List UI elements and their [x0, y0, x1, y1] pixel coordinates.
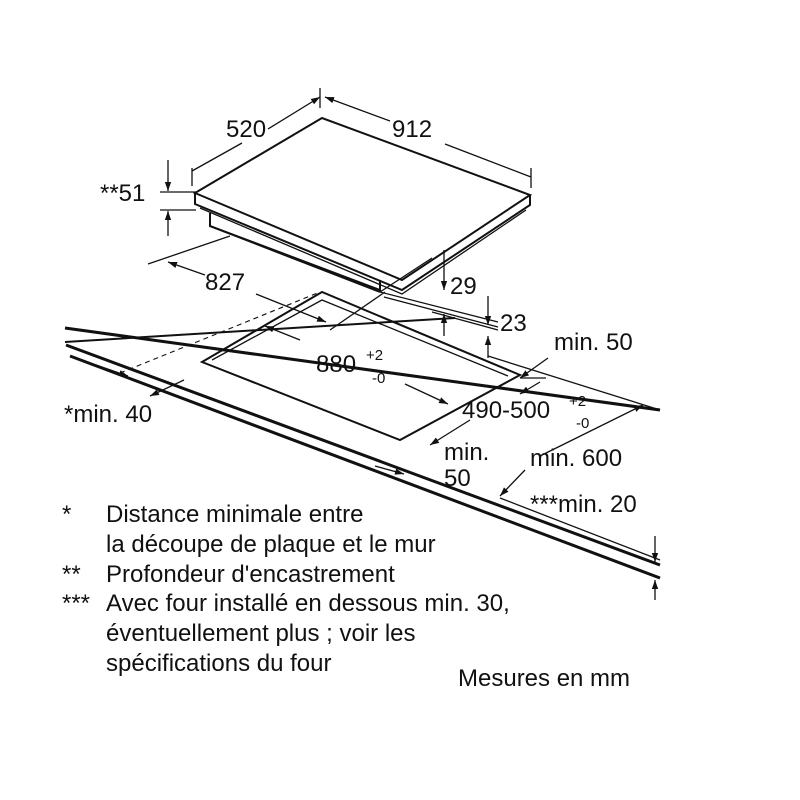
label-hob-depth: 520	[226, 116, 266, 143]
label-frame-23: 23	[500, 310, 527, 337]
min-20-dimension	[499, 497, 661, 600]
worktop-back-edge-lower	[64, 317, 456, 343]
min-600-dimension	[499, 404, 644, 497]
worktop-rear-line	[487, 355, 661, 411]
label-hob-width: 912	[392, 116, 432, 143]
hob-glass-underside	[199, 207, 527, 295]
wall-distance-dimension	[95, 364, 185, 397]
footnote-3-line-2: éventuellement plus ; voir les	[106, 620, 416, 647]
worktop-front-bottom-edge	[69, 354, 661, 580]
label-min-50-front-top: min.	[444, 439, 489, 466]
label-frame-29: 29	[450, 273, 477, 300]
footnote-1-line-1: Distance minimale entre	[106, 501, 364, 528]
cutout-offset-dimension	[147, 235, 386, 331]
footnote-3-mark: ***	[62, 590, 91, 617]
min-50-right-dimension	[519, 357, 549, 379]
footnote-2-line-1: Profondeur d'encastrement	[106, 561, 395, 588]
frame-height-dimensions	[379, 250, 499, 358]
label-min-50-right: min. 50	[554, 329, 633, 356]
label-cutout-width-sub: -0	[372, 370, 385, 387]
footnote-2-mark: **	[62, 561, 81, 588]
hob	[192, 116, 533, 295]
label-wall-distance: *min. 40	[64, 401, 152, 428]
footnote-1-line-2: la découpe de plaque et le mur	[106, 531, 436, 558]
label-cutout-width: 880	[316, 351, 356, 378]
worktop-back-edge	[64, 326, 661, 412]
label-cutout-depth: 490-500	[462, 397, 550, 424]
cutout-inner-edge	[211, 299, 509, 377]
footnote-3-line-1: Avec four installé en dessous min. 30,	[106, 590, 510, 617]
label-min-600: min. 600	[530, 445, 622, 472]
label-cutout-width-sup: +2	[366, 347, 383, 364]
cutout-width-dimension	[264, 325, 449, 405]
min-50-front-dimension	[374, 465, 405, 475]
label-cutout-depth-sub: -0	[576, 415, 589, 432]
hob-body-rear	[379, 257, 433, 293]
footnote-1-mark: *	[62, 501, 72, 528]
installation-depth-dimension	[160, 160, 196, 236]
worktop	[64, 290, 661, 580]
label-min-50-front-bottom: 50	[444, 465, 471, 492]
hob-body-bottom	[209, 225, 381, 293]
label-cutout-offset: 827	[205, 269, 245, 296]
worktop-front-top-edge	[65, 343, 661, 567]
units-label: Mesures en mm	[458, 665, 631, 692]
hob-size-dimensions	[191, 88, 532, 188]
hob-glass-edge	[194, 193, 531, 292]
label-min-20: ***min. 20	[530, 491, 637, 518]
cutout-depth-dimension	[429, 377, 546, 446]
label-installation-depth: **51	[100, 180, 145, 207]
label-cutout-depth-sup: +2	[569, 393, 586, 410]
footnote-3-line-3: spécifications du four	[106, 650, 332, 677]
